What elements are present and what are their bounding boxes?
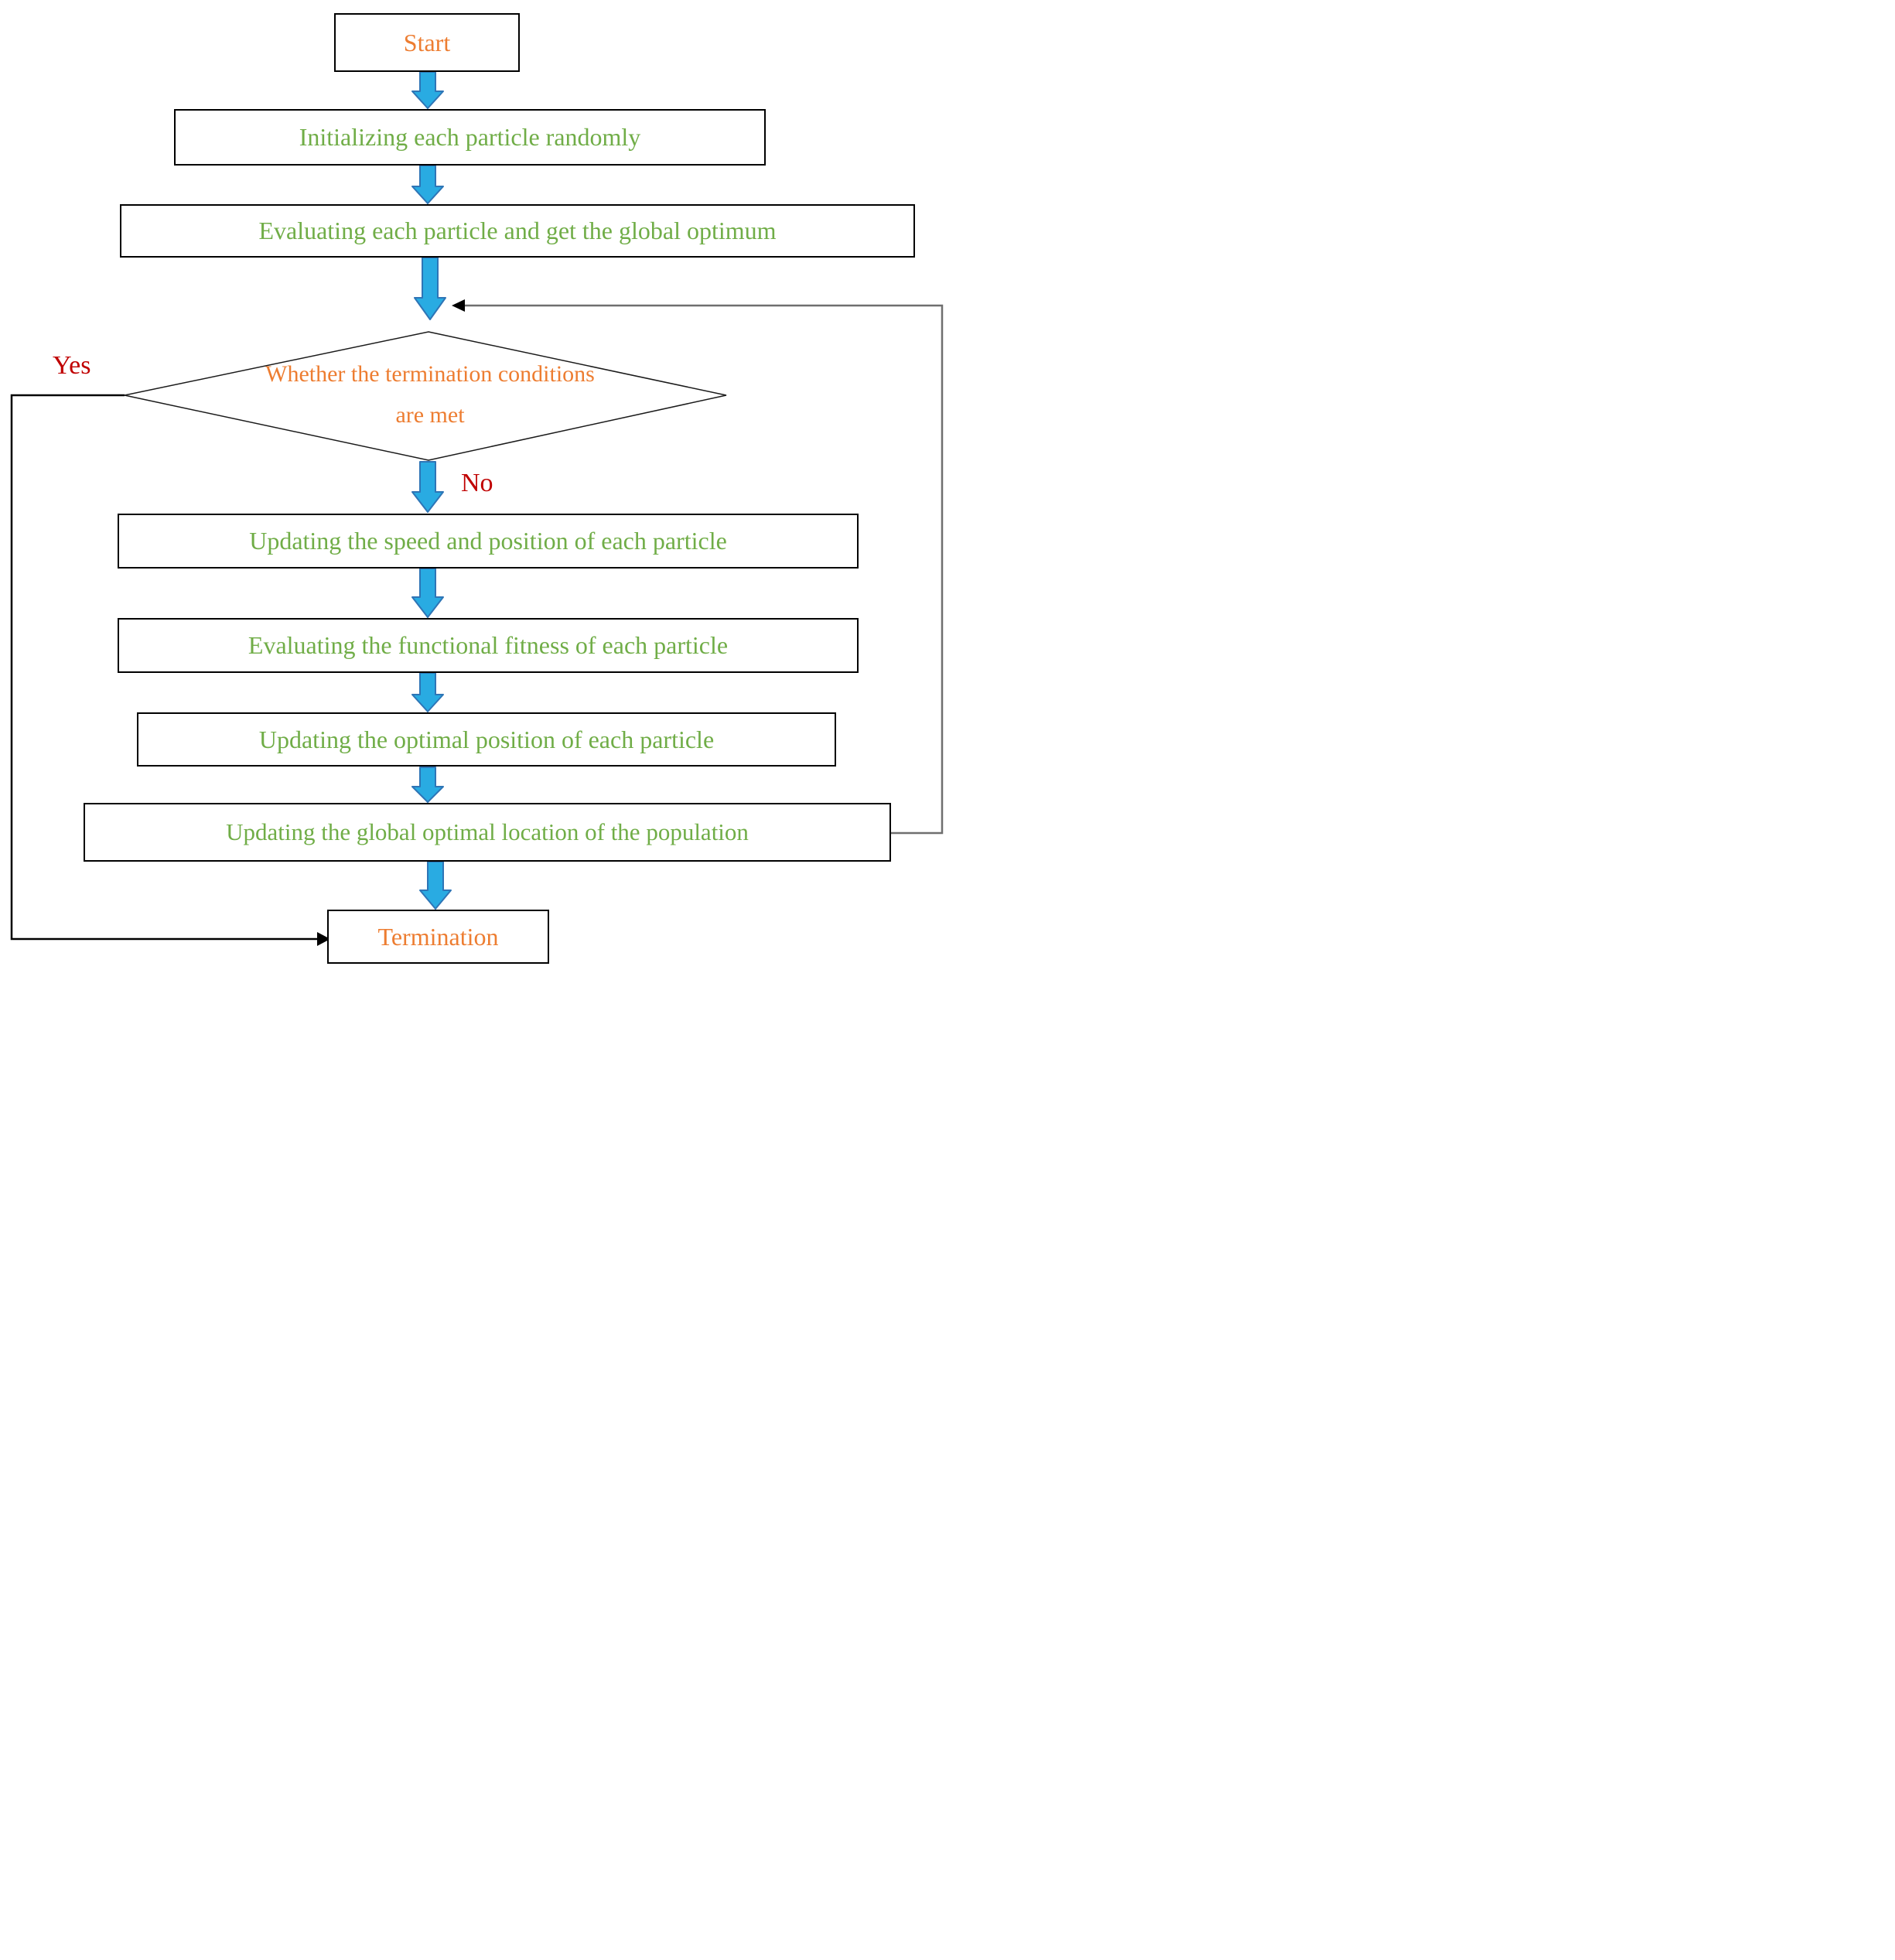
init-node: Initializing each particle randomly bbox=[174, 109, 766, 166]
update-global-node: Updating the global optimal location of … bbox=[84, 803, 891, 862]
flow-arrow-fitness-to-optimal-icon bbox=[411, 672, 444, 712]
yes-branch-line bbox=[10, 394, 319, 941]
start-node-label: Start bbox=[403, 28, 451, 56]
yes-branch-arrowhead-icon bbox=[317, 932, 330, 946]
termination-node: Termination bbox=[327, 910, 549, 964]
evaluate-fitness-node-label: Evaluating the functional fitness of eac… bbox=[248, 631, 729, 660]
update-global-node-label: Updating the global optimal location of … bbox=[226, 818, 749, 846]
flow-arrow-init-to-evaluate-icon bbox=[411, 165, 444, 204]
update-speed-node-label: Updating the speed and position of each … bbox=[249, 527, 727, 555]
feedback-loop-line bbox=[458, 304, 944, 835]
decision-diamond bbox=[124, 331, 727, 461]
flow-arrow-evaluate-to-decision-icon bbox=[414, 257, 446, 320]
termination-node-label: Termination bbox=[377, 922, 499, 951]
no-branch-label: No bbox=[461, 469, 493, 497]
update-optimal-node-label: Updating the optimal position of each pa… bbox=[258, 725, 715, 753]
feedback-loop-arrowhead-icon bbox=[452, 299, 465, 312]
yes-branch-label: Yes bbox=[53, 351, 91, 380]
start-node: Start bbox=[334, 13, 520, 72]
decision-node-label: Whether the termination conditions are m… bbox=[265, 361, 595, 428]
flow-arrow-global-to-termination-icon bbox=[419, 861, 452, 910]
init-node-label: Initializing each particle randomly bbox=[299, 123, 641, 152]
update-optimal-node: Updating the optimal position of each pa… bbox=[137, 712, 836, 767]
evaluate-global-node: Evaluating each particle and get the glo… bbox=[120, 204, 915, 258]
flow-arrow-optimal-to-global-icon bbox=[411, 767, 444, 803]
evaluate-global-node-label: Evaluating each particle and get the glo… bbox=[258, 217, 777, 245]
evaluate-fitness-node: Evaluating the functional fitness of eac… bbox=[118, 618, 859, 673]
flowchart-connector-layer bbox=[10, 71, 944, 946]
flow-arrow-update-speed-to-fitness-icon bbox=[411, 568, 444, 618]
flow-arrow-start-to-init-icon bbox=[411, 71, 444, 109]
update-speed-node: Updating the speed and position of each … bbox=[118, 514, 859, 569]
flowchart-canvas: Start Initializing each particle randoml… bbox=[0, 0, 947, 980]
flow-arrow-decision-to-update-speed-icon bbox=[411, 461, 444, 513]
